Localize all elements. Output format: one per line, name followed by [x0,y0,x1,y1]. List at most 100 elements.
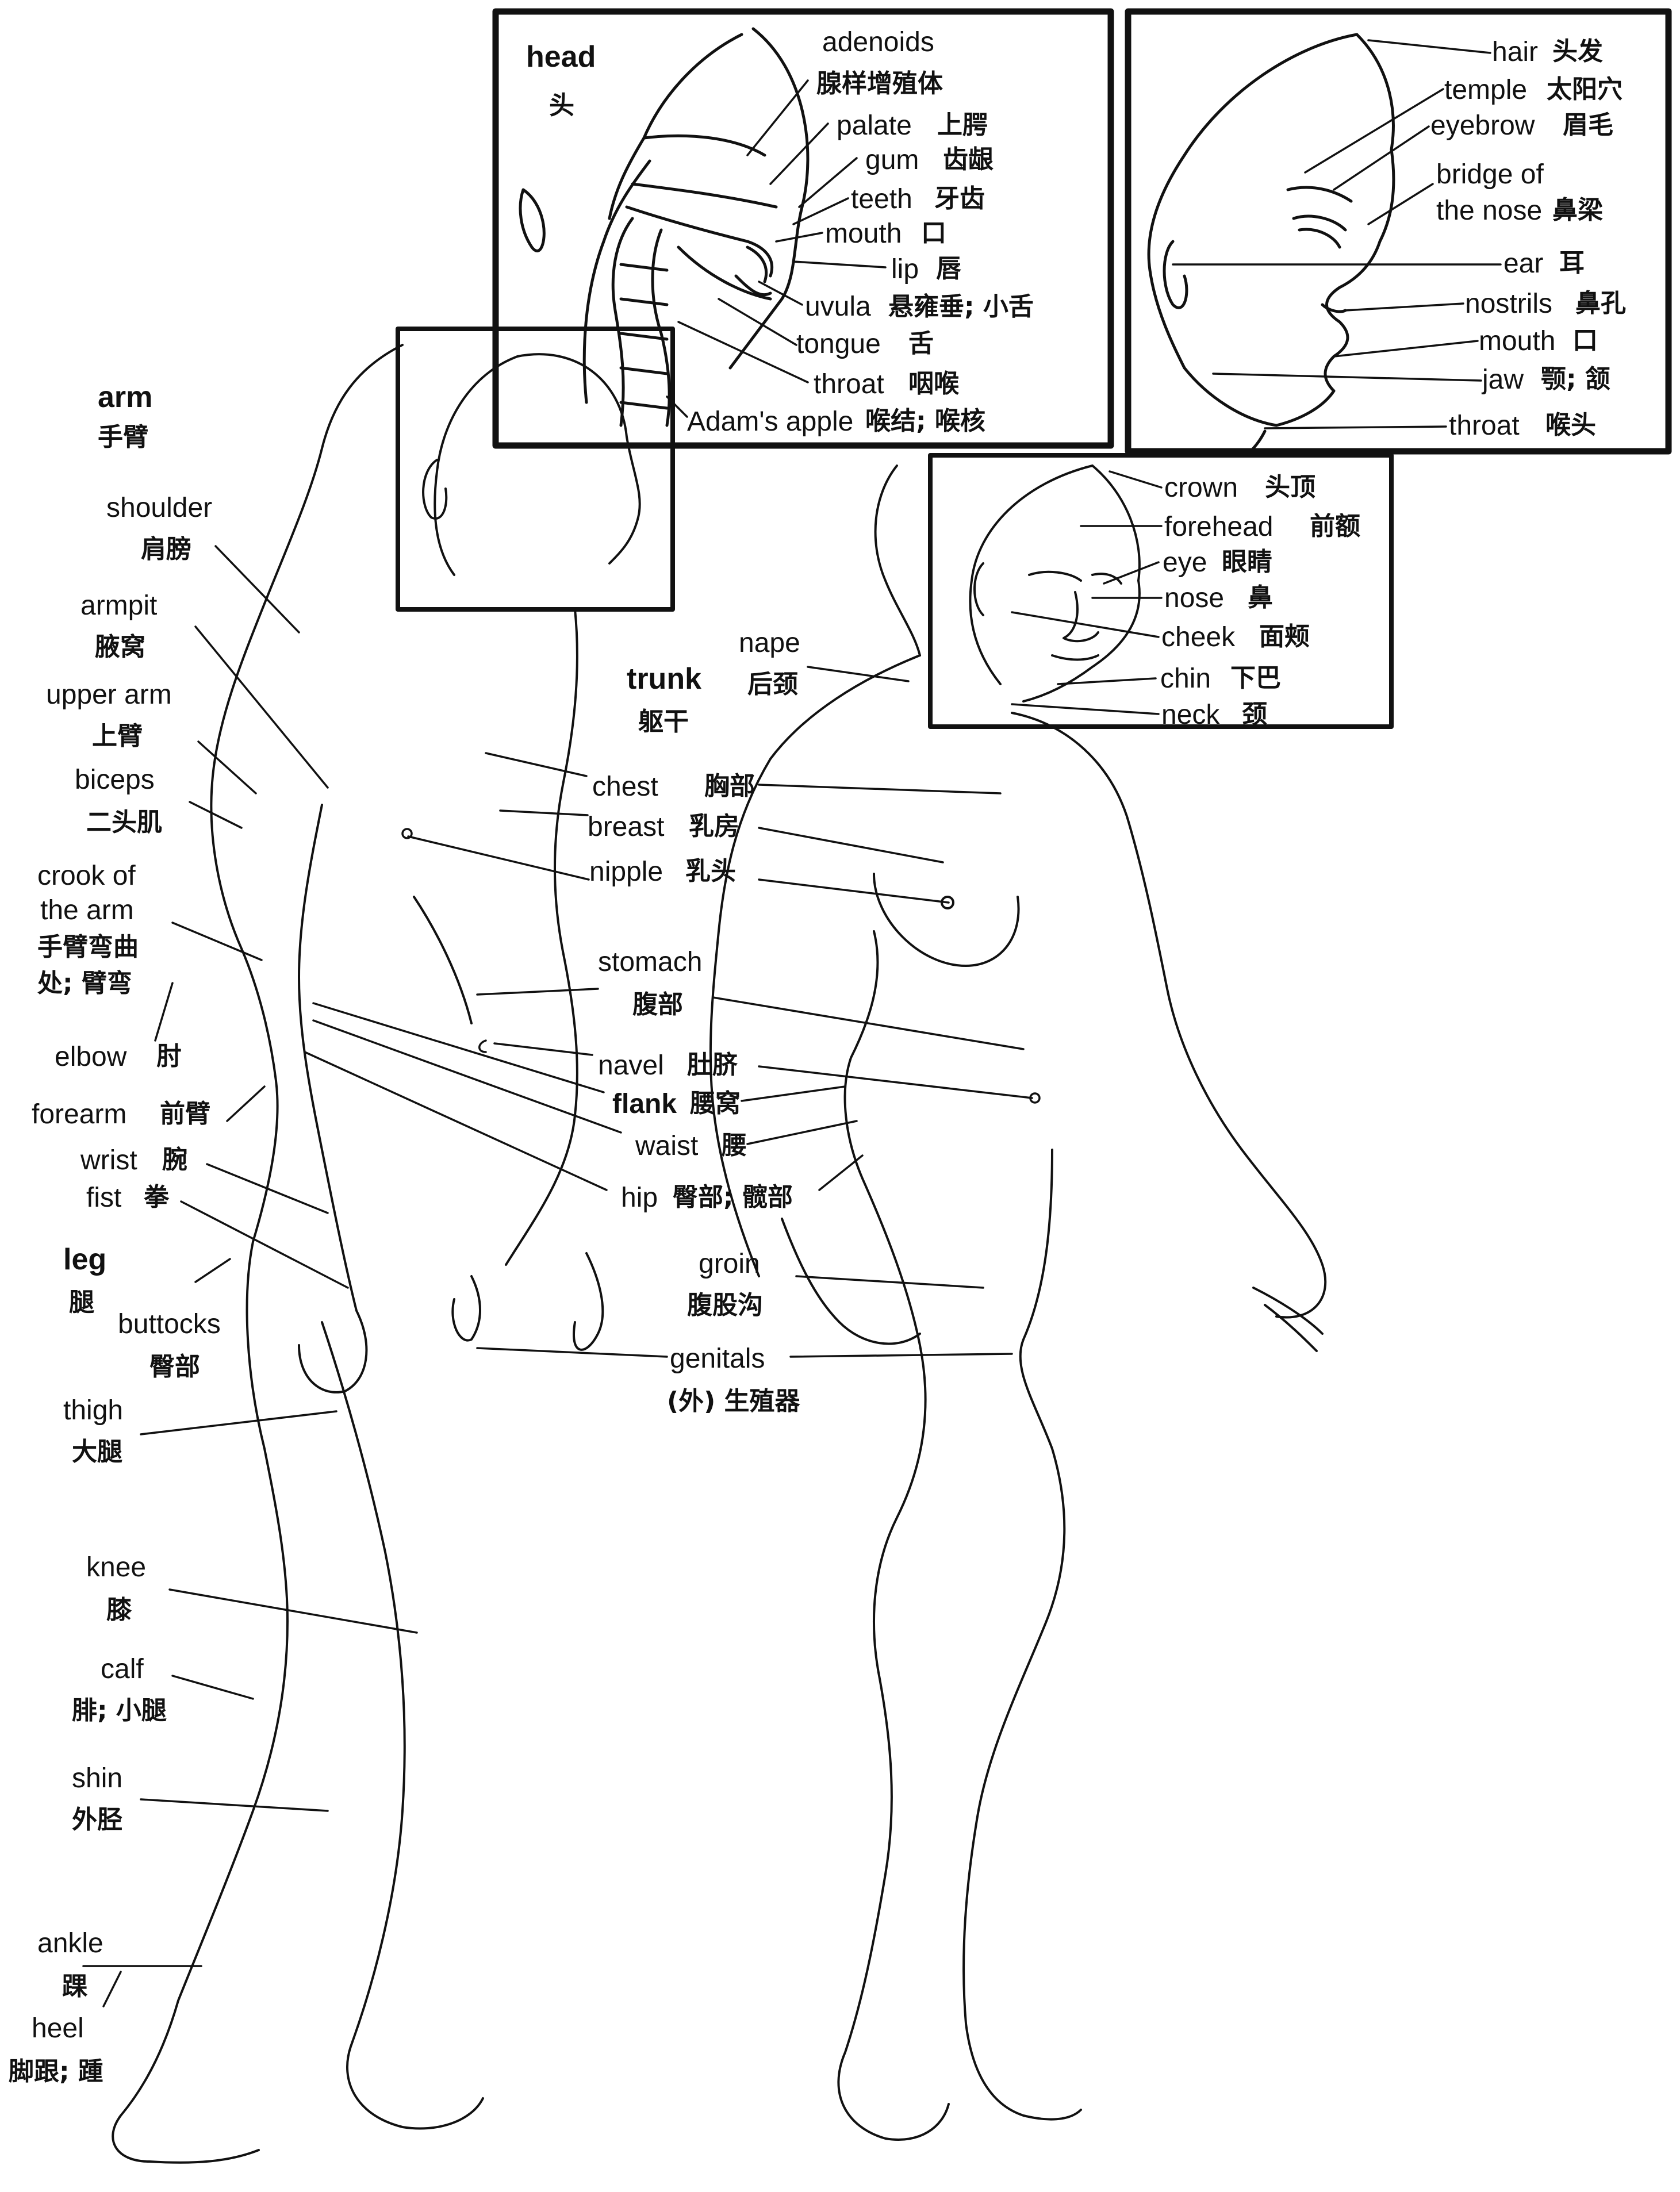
label-eye-zh: 眼睛 [1222,547,1272,578]
label-adenoids-zh: 腺样增殖体 [816,69,943,99]
label-temple: temple [1444,74,1527,107]
label-teeth-zh: 牙齿 [934,184,985,214]
label-shin: shin [72,1762,122,1795]
man-head-sketch [423,354,640,575]
label-breast: breast [588,811,664,844]
label-teeth: teeth [851,183,912,216]
label-throat: throat [814,368,884,401]
label-buttocks: buttocks [118,1308,221,1341]
label-shoulder: shoulder [106,492,212,525]
label-nape-zh: 后颈 [747,670,798,700]
label-thigh-zh: 大腿 [72,1437,122,1468]
label-bridge-zh: 鼻梁 [1552,195,1603,226]
label-hair-zh: 头发 [1552,37,1603,67]
label-jaw-zh: 颚; 颔 [1541,364,1610,395]
label-crook-zh: 手臂弯曲 [37,932,139,963]
label-hip: hip [621,1181,658,1215]
label-waist-zh: 腰 [722,1131,747,1161]
label-neck: neck [1161,698,1219,732]
label-throat-2: throat [1449,409,1520,443]
label-chin: chin [1160,662,1211,696]
label-heel: heel [32,2012,84,2045]
label-wrist-zh: 腕 [162,1145,187,1176]
label-temple-zh: 太阳穴 [1547,75,1623,105]
label-crook-of: crook of [37,859,136,893]
label-armpit: armpit [80,589,157,623]
label-forehead-zh: 前额 [1310,512,1360,542]
label-upper-arm: upper arm [46,678,172,712]
label-fist: fist [86,1181,121,1215]
leg-section-title: leg [63,1242,106,1277]
label-nose: nose [1164,582,1224,615]
label-tongue: tongue [796,328,881,361]
label-navel: navel [598,1049,664,1082]
label-chest-zh: 胸部 [704,771,755,802]
label-forearm-zh: 前臂 [160,1099,210,1130]
label-adams-apple: Adam's apple [687,405,853,439]
label-hip-zh: 臀部; 髋部 [673,1183,793,1213]
label-nose-zh: 鼻 [1248,583,1273,613]
label-crown: crown [1164,471,1238,505]
arm-section-title: arm [98,379,152,415]
label-crook-zh-2: 处; 臂弯 [37,969,132,999]
label-throat-2-zh: 喉头 [1545,410,1596,441]
label-stomach: stomach [598,946,702,979]
label-mouth-2: mouth [1479,325,1555,358]
label-crook-the-arm: the arm [40,894,134,927]
label-forehead: forehead [1164,510,1274,544]
label-nipple: nipple [589,855,663,889]
label-wrist: wrist [80,1144,137,1177]
label-calf: calf [101,1653,144,1686]
label-eyebrow-zh: 眉毛 [1563,110,1613,141]
label-ankle-zh: 踝 [62,1972,87,2002]
head-section-title: head [526,39,596,75]
label-ear-zh: 耳 [1559,248,1585,279]
label-navel-zh: 肚脐 [687,1050,738,1081]
label-cheek-zh: 面颊 [1259,622,1310,652]
label-groin-zh: 腹股沟 [687,1291,763,1321]
label-adams-apple-zh: 喉结; 喉核 [865,406,985,437]
label-groin: groin [699,1247,760,1281]
label-palate-zh: 上腭 [937,110,988,141]
face-front-sketch [970,466,1139,701]
label-chest: chest [592,770,658,804]
label-thigh: thigh [63,1394,123,1427]
label-nape: nape [739,627,800,660]
label-knee: knee [86,1551,146,1584]
label-ear: ear [1503,247,1543,281]
label-eyebrow: eyebrow [1430,109,1535,143]
label-forearm: forearm [32,1098,126,1131]
trunk-section-title: trunk [627,661,701,697]
label-cheek: cheek [1161,621,1235,654]
label-gum: gum [865,144,919,177]
label-nostrils: nostrils [1465,287,1552,321]
label-mouth-zh: 口 [921,218,946,249]
label-knee-zh: 膝 [106,1595,132,1626]
label-neck-zh: 颈 [1242,700,1267,730]
head-section-title-zh: 头 [549,91,574,121]
label-lip-zh: 唇 [936,254,961,285]
label-upper-arm-zh: 上臂 [92,721,143,752]
label-chin-zh: 下巴 [1230,663,1281,694]
label-biceps-zh: 二头肌 [86,808,162,838]
face-profile-sketch [1149,34,1394,454]
label-ankle: ankle [37,1927,103,1960]
arm-section-title-zh: 手臂 [98,423,148,453]
label-mouth-2-zh: 口 [1572,326,1598,356]
label-eye: eye [1163,546,1207,579]
man-figure [113,345,603,2163]
label-elbow-zh: 肘 [156,1042,182,1072]
label-uvula: uvula [805,290,871,324]
label-jaw: jaw [1482,363,1524,397]
label-flank-zh: 腰窝 [690,1089,741,1119]
label-waist: waist [635,1130,698,1163]
label-mouth: mouth [825,217,902,251]
label-bridge-the-nose: the nose [1436,194,1542,228]
label-stomach-zh: 腹部 [632,990,683,1020]
label-hair: hair [1492,36,1538,69]
label-biceps: biceps [75,763,155,797]
label-genitals-zh: (外) 生殖器 [667,1387,800,1417]
leader-lines [83,40,1501,2006]
label-breast-zh: 乳房 [689,812,739,842]
woman-figure [711,466,1325,2140]
